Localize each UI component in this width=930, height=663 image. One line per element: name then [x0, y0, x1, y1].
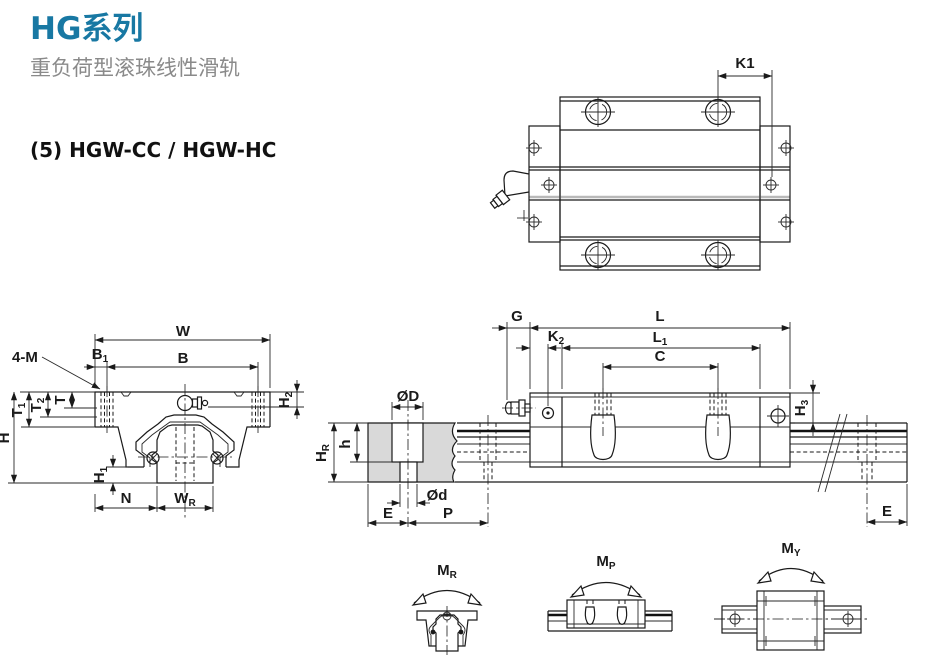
series-subtitle: 重负荷型滚珠线性滑轨: [30, 56, 240, 81]
flange-holes-hidden: [100, 386, 265, 433]
moment-diagram-mp: MP: [547, 553, 673, 632]
rail-mount-section: ØD h HR Ød: [313, 388, 489, 527]
model-label: (5) HGW-CC / HGW-HC: [30, 138, 277, 162]
dim-k1: K1: [717, 55, 773, 177]
dim-t-group: T T2 T1: [9, 391, 97, 428]
dim-label-c: C: [655, 348, 666, 365]
grease-nipple-side-icon: [502, 399, 536, 417]
dim-label-h2: H2: [276, 391, 295, 408]
dim-k2-l1: K2 L1: [516, 328, 761, 406]
dim-label-diad: Ød: [427, 487, 448, 504]
dim-label-t1: T1: [9, 402, 28, 417]
moment-diagram-my: MY: [714, 540, 869, 651]
dim-h: H: [0, 391, 157, 484]
mini-top-view: [714, 590, 869, 651]
series-title: HG系列: [30, 11, 144, 47]
dim-diaD: ØD: [391, 388, 424, 420]
dim-label-mr: MR: [437, 562, 458, 581]
dim-b-b1: B B1: [84, 346, 259, 390]
rail-left-segment: [457, 422, 530, 482]
dim-hr: HR: [313, 422, 368, 483]
dim-label-b: B: [178, 350, 189, 367]
moment-diagram-mr: MR: [411, 562, 483, 655]
endcap-hole-icon: [767, 405, 789, 427]
block-bolt-hole-2: [705, 388, 731, 461]
dim-label-n: N: [121, 490, 132, 507]
dim-diad: Ød: [387, 484, 447, 507]
rail-right-segment: [790, 413, 908, 527]
dim-label-k1: K1: [735, 55, 754, 72]
top-view-diagram: K1: [489, 55, 794, 271]
mini-bolt-2: [616, 600, 628, 625]
dim-h-counterbore: h: [337, 422, 392, 463]
mini-bolt-1: [584, 600, 596, 625]
dim-label-l: L: [655, 308, 664, 325]
carriage-block-side: [502, 388, 791, 468]
ball-circles: [146, 451, 224, 465]
grease-nipple-front-icon: [176, 394, 209, 412]
dim-n-wr: N WR: [94, 486, 214, 512]
mini-front-view: [416, 606, 478, 655]
k2-hole-icon: [541, 406, 555, 420]
dim-label-4m: 4-M: [12, 349, 38, 366]
dim-label-h1: H1: [91, 466, 110, 483]
dim-c: C: [602, 348, 719, 390]
dim-h2: H2: [208, 380, 304, 419]
dim-label-t2: T2: [28, 397, 47, 412]
page-header: HG系列 重负荷型滚珠线性滑轨: [30, 12, 240, 82]
dim-label-e-right: E: [882, 503, 892, 520]
mounting-holes-top: [581, 97, 735, 270]
dim-e-right: E: [866, 484, 908, 526]
dim-label-wr: WR: [174, 490, 196, 509]
dim-label-diaD: ØD: [397, 388, 420, 405]
dim-label-l1: L1: [653, 329, 668, 348]
front-section-diagram: W B B1 4-M: [0, 323, 304, 520]
dim-label-mp: MP: [596, 553, 616, 572]
lug-holes-top: [526, 140, 794, 230]
dim-label-w: W: [176, 323, 191, 340]
dim-label-k2: K2: [548, 328, 565, 347]
dim-h1: H1: [91, 455, 128, 495]
dim-label-h-small: h: [337, 439, 354, 448]
dim-w: W: [94, 323, 271, 388]
dim-label-b1: B1: [92, 346, 109, 365]
block-bolt-hole-1: [590, 388, 616, 461]
grease-nipple-top-icon: [489, 170, 531, 224]
dim-label-h: H: [0, 433, 13, 444]
mini-corner-marks: [761, 596, 820, 646]
mini-side-view: [547, 599, 673, 632]
dim-label-hr: HR: [313, 443, 332, 462]
dim-label-e-left: E: [383, 505, 393, 522]
dim-label-my: MY: [781, 540, 801, 559]
dim-e-left-p: E P: [367, 415, 489, 527]
dim-h3: H3: [790, 380, 820, 436]
dim-label-g: G: [511, 308, 523, 325]
dim-label-h3: H3: [792, 399, 811, 416]
callout-4m: 4-M: [12, 349, 101, 390]
dim-label-p: P: [443, 505, 453, 522]
dim-g-l: G L: [492, 308, 791, 400]
side-view-diagram: G L K2 L1 C: [455, 308, 908, 527]
dim-label-t: T: [52, 395, 69, 404]
